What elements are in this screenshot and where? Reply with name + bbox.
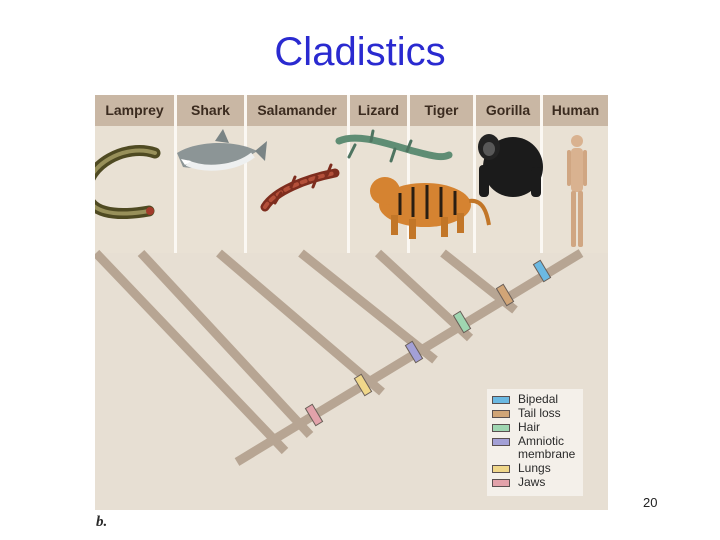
legend-label: Jaws: [518, 475, 546, 489]
shark-icon: [177, 129, 267, 171]
legend-swatch-lungs: [492, 465, 510, 473]
taxon-label-lamprey: Lamprey: [95, 95, 174, 126]
tiger-icon: [370, 177, 491, 239]
branch-salamander: [216, 249, 385, 396]
lizard-icon: [335, 129, 453, 163]
trait-marker-tail-loss: [495, 283, 515, 307]
legend-label: Hair: [518, 420, 541, 434]
trait-marker-bipedal: [532, 259, 552, 283]
legend-label: Amniotic membrane: [518, 434, 576, 461]
taxon-label-shark: Shark: [177, 95, 244, 126]
taxa-strip: Lamprey Shark Salamander Lizard Tiger Go…: [95, 95, 608, 253]
trait-marker-jaws: [304, 403, 324, 427]
salamander-icon: [260, 163, 340, 212]
taxon-label-tiger: Tiger: [410, 95, 473, 126]
legend-label: Tail loss: [518, 406, 561, 420]
branch-tiger: [374, 249, 474, 342]
taxon-panel-lamprey: Lamprey: [95, 95, 177, 253]
page-number: 20: [643, 495, 658, 510]
trait-legend: Bipedal Tail loss Hair Amniotic membrane…: [487, 389, 583, 496]
branch-main-stem: [234, 249, 584, 466]
taxon-label-lizard: Lizard: [350, 95, 407, 126]
legend-swatch-tail-loss: [492, 410, 510, 418]
cladogram-tree: [95, 129, 587, 466]
gorilla-icon: [478, 134, 543, 197]
trait-marker-hair: [452, 310, 472, 334]
cladogram-figure: Lamprey Shark Salamander Lizard Tiger Go…: [95, 95, 608, 510]
taxon-panel-shark: Shark: [177, 95, 247, 253]
legend-item-lungs: Lungs: [491, 462, 579, 476]
legend-item-hair: Hair: [491, 421, 579, 435]
legend-label: Bipedal: [518, 392, 559, 406]
branch-lamprey: [95, 249, 289, 455]
trait-marker-amniotic-membrane: [404, 340, 424, 364]
taxon-label-gorilla: Gorilla: [476, 95, 540, 126]
legend-swatch-amniotic-membrane: [492, 438, 510, 446]
human-icon: [567, 135, 587, 247]
legend-item-amniotic-membrane: Amniotic membrane: [491, 435, 579, 462]
legend-item-jaws: Jaws: [491, 476, 579, 490]
branch-gorilla: [440, 249, 518, 314]
legend-swatch-hair: [492, 424, 510, 432]
taxon-label-salamander: Salamander: [247, 95, 347, 126]
legend-item-tail-loss: Tail loss: [491, 407, 579, 421]
figure-label: b.: [96, 514, 108, 530]
taxon-label-human: Human: [543, 95, 608, 126]
legend-swatch-bipedal: [492, 396, 510, 404]
legend-item-bipedal: Bipedal: [491, 393, 579, 407]
legend-label: Lungs: [518, 461, 551, 475]
slide-title: Cladistics: [274, 30, 446, 74]
taxon-panel-lizard: Lizard: [350, 95, 410, 253]
trait-markers: [304, 259, 552, 427]
legend-swatch-jaws: [492, 479, 510, 487]
branch-shark: [137, 249, 314, 439]
lamprey-icon: [95, 145, 161, 219]
trait-marker-lungs: [353, 373, 373, 397]
